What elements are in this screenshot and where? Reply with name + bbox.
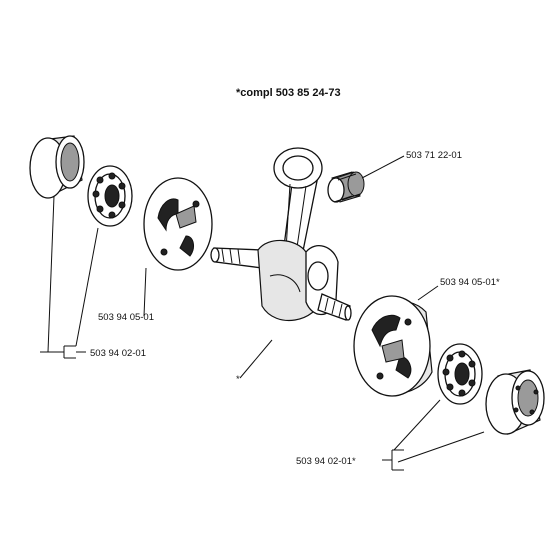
- label-bearing-right-pair: 503 94 02-01*: [296, 456, 356, 467]
- seal-ring-right: [485, 369, 545, 435]
- leader-lines: [40, 155, 485, 471]
- label-needle-bearing: 503 71 22-01: [406, 150, 462, 161]
- label-crank-half-right: 503 94 05-01*: [440, 277, 500, 288]
- label-bearing-left-pair: 503 94 02-01: [90, 348, 146, 359]
- crank-half-right: [353, 295, 433, 397]
- needle-bearing: [327, 171, 365, 203]
- ball-bearing-right: [437, 343, 483, 405]
- crankshaft-assembly: [210, 147, 352, 322]
- assembly-title: *compl 503 85 24-73: [236, 87, 341, 99]
- label-crank-half-left: 503 94 05-01: [98, 312, 154, 323]
- label-crankshaft-marker: *: [236, 374, 240, 385]
- seal-ring-left: [29, 135, 85, 199]
- ball-bearing-left: [87, 165, 133, 227]
- crank-half-left: [143, 177, 213, 271]
